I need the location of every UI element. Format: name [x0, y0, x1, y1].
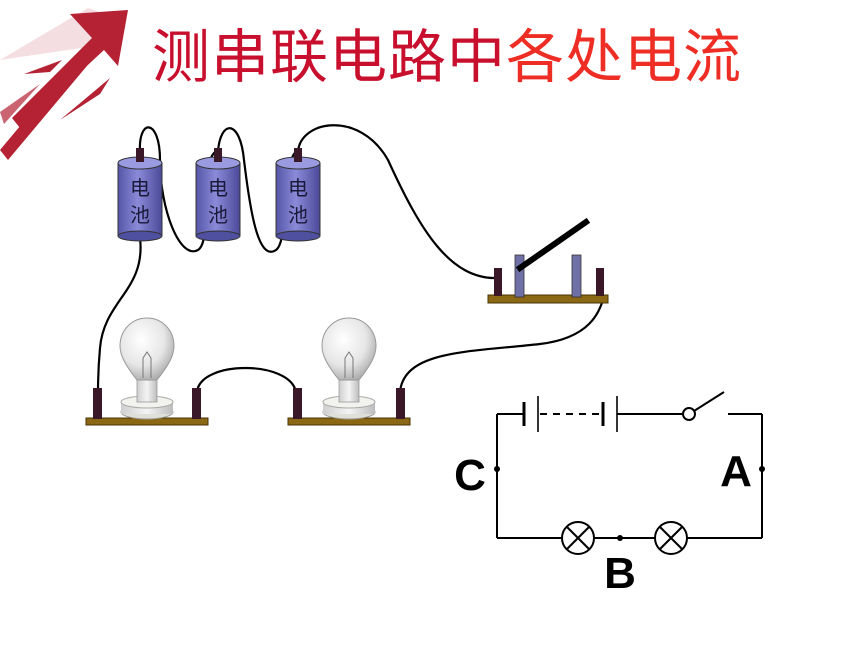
- battery-label-top: 电: [288, 176, 308, 200]
- battery-2: 电 池: [195, 148, 241, 242]
- arrow-logo-icon: [0, 8, 128, 160]
- point-c-dot: [494, 466, 500, 472]
- point-a-dot: [759, 466, 765, 472]
- title-main: 测串联电路中: [152, 23, 507, 91]
- battery-label-bottom: 池: [208, 203, 228, 227]
- circuit-schematic: [496, 391, 763, 555]
- battery-label-bottom: 池: [288, 203, 308, 227]
- light-bulb-icon: [85, 317, 209, 426]
- slide-title: 测串联电路中各处电流: [152, 22, 742, 92]
- title-accent: 各处电流: [506, 23, 743, 91]
- label-point-a: A: [720, 447, 752, 496]
- battery-label-bottom: 池: [130, 203, 150, 227]
- point-b-dot: [617, 535, 623, 541]
- switch-icon: [487, 217, 609, 304]
- light-bulb-icon: [287, 317, 411, 426]
- battery-label-top: 电: [208, 176, 228, 200]
- label-point-b: B: [604, 549, 636, 598]
- wires: [96, 124, 606, 393]
- battery-1: 电 池: [117, 148, 163, 242]
- battery-label-top: 电: [130, 176, 150, 200]
- battery-3: 电 池: [275, 148, 321, 242]
- label-point-c: C: [454, 451, 486, 500]
